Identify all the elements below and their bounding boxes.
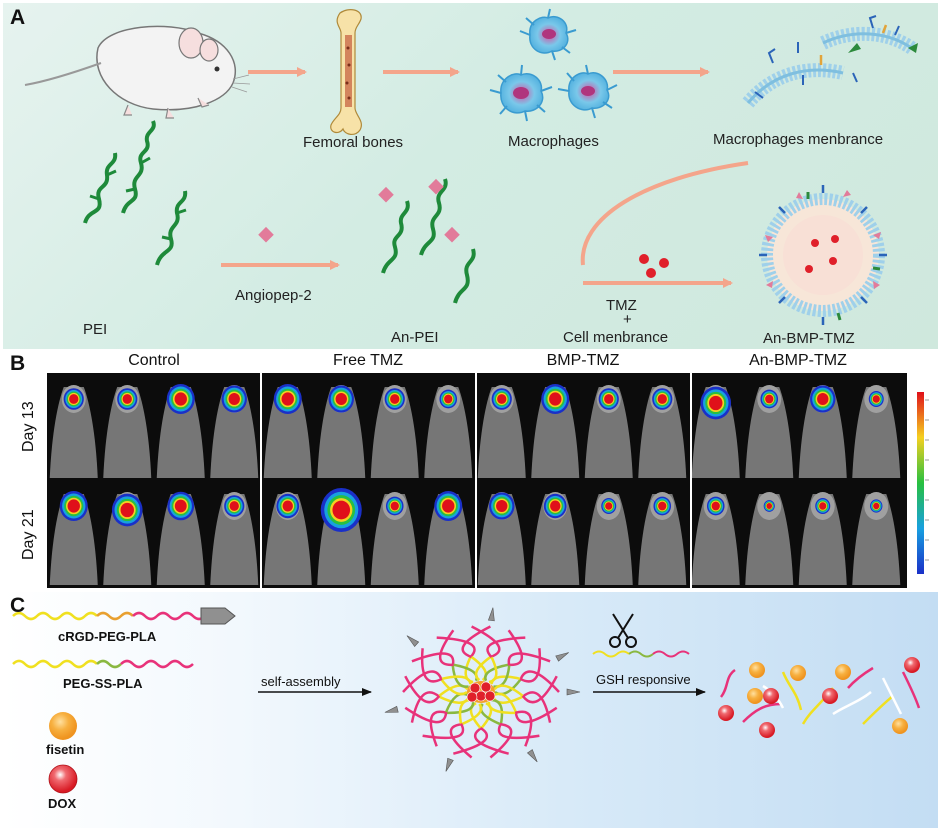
macrophages-label: Macrophages bbox=[508, 133, 599, 150]
scissors-icon bbox=[609, 613, 637, 648]
mouse-image-g2-r2-m4 bbox=[424, 491, 473, 585]
angiopep-2-label: Angiopep-2 bbox=[235, 287, 312, 304]
an-pei-chains bbox=[378, 178, 476, 304]
row-label-day-21: Day 21 bbox=[20, 509, 37, 560]
angiopep-diamond bbox=[258, 226, 274, 243]
curved-membrane-arrow bbox=[580, 161, 749, 266]
cell-membrane-label: Cell menbrance bbox=[563, 329, 669, 346]
mouse-image-g1-r2-m2 bbox=[103, 492, 152, 585]
mouse-image-g1-r1-m1 bbox=[49, 385, 98, 478]
mouse-image-g4-r1-m1 bbox=[691, 385, 740, 478]
bioluminescence-image-grid bbox=[47, 373, 907, 588]
released-fragments bbox=[718, 657, 921, 738]
mouse-image-g2-r2-m3 bbox=[370, 492, 419, 585]
mouse-image-g2-r2-m1 bbox=[263, 492, 312, 585]
mouse-image-g2-r1-m1 bbox=[263, 384, 312, 478]
mouse-image-g3-r2-m3 bbox=[584, 492, 633, 585]
mouse-image-g4-r1-m3 bbox=[798, 385, 847, 478]
panel-a: A Femoral bones Macrophages Macrophages … bbox=[3, 3, 938, 349]
tmz-dot-1 bbox=[639, 254, 649, 264]
crgd-peg-pla-label: cRGD-PEG-PLA bbox=[58, 629, 157, 644]
mouse-image-g2-r1-m2 bbox=[317, 385, 366, 478]
mouse-image-g4-r2-m3 bbox=[798, 492, 847, 585]
mouse-image-g1-r2-m4 bbox=[210, 492, 259, 585]
gsh-polymer-pla bbox=[652, 650, 690, 658]
femoral-bone-illustration bbox=[330, 9, 362, 135]
membrane-fragments bbox=[742, 15, 918, 108]
mouse-image-g1-r1-m4 bbox=[210, 385, 259, 478]
mouse-image-g1-r2-m3 bbox=[156, 491, 205, 585]
panel-a-letter: A bbox=[10, 6, 26, 29]
micelle-nanoparticle bbox=[384, 607, 581, 772]
mouse-image-g3-r1-m3 bbox=[584, 385, 633, 478]
mouse-image-g2-r2-m2 bbox=[317, 488, 366, 585]
row-label-day-13: Day 13 bbox=[20, 401, 37, 452]
mouse-illustration bbox=[24, 25, 251, 119]
mouse-image-g3-r2-m2 bbox=[531, 492, 580, 585]
an-bmp-tmz-label: An-BMP-TMZ bbox=[763, 330, 855, 347]
mouse-image-g1-r2-m1 bbox=[49, 491, 98, 585]
panel-a-artwork bbox=[24, 8, 918, 325]
panel-c: C cRGD-PEG-PLA PEG-SS-PLA fisetin DOX se… bbox=[3, 592, 938, 828]
an-bmp-tmz-nanoparticle bbox=[759, 185, 887, 325]
mouse-image-g3-r1-m4 bbox=[638, 385, 687, 478]
mouse-image-g1-r1-m3 bbox=[156, 384, 205, 478]
gsh-polymer-peg bbox=[592, 650, 630, 658]
tmz-label: TMZ bbox=[606, 297, 637, 314]
group-separator-2 bbox=[475, 373, 477, 588]
panel-b: B Control Free TMZ BMP-TMZ An-BMP-TMZ Day 1… bbox=[3, 350, 938, 590]
dox-label: DOX bbox=[48, 796, 77, 811]
panel-c-letter: C bbox=[10, 594, 26, 617]
luminescence-colorbar bbox=[917, 392, 929, 574]
pei-chains bbox=[83, 120, 188, 266]
gsh-responsive-label: GSH responsive bbox=[596, 672, 691, 687]
self-assembly-label: self-assembly bbox=[261, 674, 341, 689]
mouse-image-g2-r1-m3 bbox=[370, 385, 419, 478]
fisetin-label: fisetin bbox=[46, 742, 85, 757]
pei-label: PEI bbox=[83, 321, 108, 338]
mouse-image-g3-r2-m1 bbox=[477, 492, 526, 585]
mouse-image-g2-r1-m4 bbox=[424, 385, 473, 478]
group-header-2: Free TMZ bbox=[333, 352, 403, 369]
group-header-4: An-BMP-TMZ bbox=[749, 352, 847, 369]
tmz-dot-3 bbox=[646, 268, 656, 278]
gsh-polymer-ss bbox=[628, 650, 654, 658]
mouse-image-g3-r2-m4 bbox=[638, 492, 687, 585]
mouse-image-g4-r2-m2 bbox=[745, 492, 794, 585]
an-pei-label: An-PEI bbox=[391, 329, 439, 346]
crgd-peg-pla-polymer bbox=[12, 607, 236, 625]
group-separator-3 bbox=[690, 373, 692, 588]
peg-ss-pla-label: PEG-SS-PLA bbox=[63, 676, 143, 691]
plus-sign: + bbox=[623, 311, 632, 328]
mouse-image-g4-r1-m4 bbox=[852, 385, 901, 478]
mouse-image-g1-r1-m2 bbox=[103, 385, 152, 478]
mouse-image-g4-r2-m4 bbox=[852, 492, 901, 585]
mouse-image-g3-r1-m2 bbox=[531, 384, 580, 478]
femoral-bones-label: Femoral bones bbox=[303, 134, 404, 151]
macrophage-cells bbox=[489, 8, 618, 122]
fisetin-molecule bbox=[49, 712, 77, 740]
peg-ss-pla-polymer bbox=[12, 659, 194, 669]
tmz-dot-2 bbox=[659, 258, 669, 268]
group-column-headers: Control Free TMZ BMP-TMZ An-BMP-TMZ bbox=[3, 352, 938, 372]
dox-molecule bbox=[48, 764, 78, 794]
group-header-3: BMP-TMZ bbox=[546, 352, 620, 369]
panel-c-artwork bbox=[12, 607, 921, 794]
panel-b-letter: B bbox=[10, 352, 26, 375]
mouse-image-g4-r1-m2 bbox=[745, 385, 794, 478]
group-separator-1 bbox=[260, 373, 262, 588]
macrophages-membrane-label: Macrophages menbrance bbox=[713, 131, 884, 148]
mouse-image-g3-r1-m1 bbox=[477, 385, 526, 478]
mouse-image-g4-r2-m1 bbox=[691, 492, 740, 585]
group-header-1: Control bbox=[128, 352, 180, 369]
